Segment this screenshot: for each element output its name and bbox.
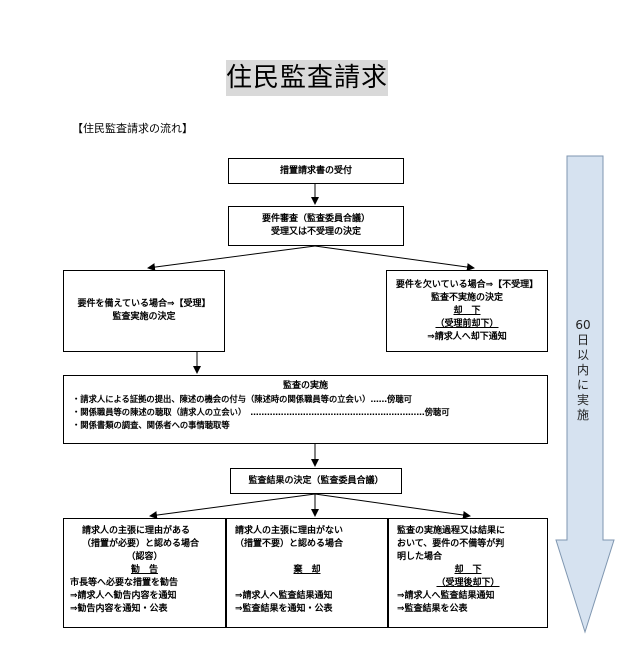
outcome-3-line-3: 明した場合 [397,552,443,562]
rejected-verdict: 却 下 [453,305,481,316]
accepted-line-2: 監査実施の決定 [112,312,176,322]
outcome-2-verdict: 棄 却 [293,565,321,575]
outcome-3-after-2: ⇒監査結果を公表 [397,604,468,614]
decision-text: 監査結果の決定（監査委員合議） [248,475,384,486]
review-line-2: 受理又は不受理の決定 [270,227,361,237]
arrow-decision-outcome-3 [314,493,471,519]
outcome-1-after-1: 市長等へ必要な措置を勧告 [70,578,179,588]
outcome-dismissed-box: 請求人の主張に理由がない （措置不要）と認める場合 棄 却 ⇒請求人へ監査結果通… [226,518,388,628]
arrow-decision-outcome-1 [149,493,316,520]
outcome-1-after-2: ⇒請求人へ勧告内容を通知 [70,591,177,601]
rejected-sub: （受理前却下） [435,318,499,329]
outcome-3-line-1: 監査の実施過程又は結果に [397,526,506,536]
accepted-line-1: 要件を備えている場合⇒【受理】 [77,299,211,309]
review-box: 要件審査（監査委員合議） 受理又は不受理の決定 [228,206,404,246]
receipt-text: 措置請求書の受付 [279,165,352,176]
rejected-line-2: 監査不実施の決定 [430,292,503,303]
rejected-box: 要件を欠いている場合⇒【不受理】 監査不実施の決定 却 下 （受理前却下） ⇒請… [386,270,548,352]
outcome-1-after-3: ⇒勧告内容を通知・公表 [70,604,168,614]
page-title: 住民監査請求 [226,60,388,96]
outcome-3-line-2: おいて、要件の不備等が判 [397,539,505,549]
outcome-3-sub: （受理後却下） [436,578,500,588]
outcome-3-after-1: ⇒請求人へ監査結果通知 [397,591,495,601]
timeline-arrow [555,155,615,634]
outcome-approved-box: 請求人の主張に理由がある （措置が必要）と認める場合 （認容） 勧 告 市長等へ… [63,518,226,628]
outcome-2-line-1: 請求人の主張に理由がない [235,526,344,536]
outcome-2-line-2: （措置不要）と認める場合 [235,539,344,549]
arrow-review-rejected [314,245,475,272]
audit-heading: 監査の実施 [282,381,328,391]
audit-item-1: ・請求人による証拠の提出、陳述の機会の付与（陳述時の関係職員等の立会い）……傍聴… [72,394,412,404]
audit-item-2: ・関係職員等の陳述の聴取（請求人の立会い） ………………………………………………… [72,407,450,417]
outcome-1-sub: （認容） [126,552,163,562]
receipt-box: 措置請求書の受付 [228,158,404,184]
outcome-3-verdict: 却 下 [454,565,482,575]
rejected-line-1: 要件を欠いている場合⇒【不受理】 [395,279,539,290]
accepted-box: 要件を備えている場合⇒【受理】 監査実施の決定 [63,270,225,352]
outcome-2-after-1: ⇒請求人へ監査結果通知 [235,591,333,601]
outcome-1-line-1: 請求人の主張に理由がある [82,526,191,536]
decision-box: 監査結果の決定（監査委員合議） [230,468,402,494]
outcome-2-after-2: ⇒監査結果を通知・公表 [235,604,333,614]
section-label: 【住民監査請求の流れ】 [72,122,193,135]
outcome-1-line-2: （措置が必要）と認める場合 [82,539,200,549]
outcome-1-verdict: 勧 告 [130,565,158,575]
review-line-1: 要件審査（監査委員合議） [261,214,370,224]
audit-item-3: ・関係書類の調査、関係者への事情聴取等 [72,420,230,430]
audit-box: 監査の実施 ・請求人による証拠の提出、陳述の機会の付与（陳述時の関係職員等の立会… [63,375,548,444]
arrow-review-accepted [147,245,316,272]
rejected-notice: ⇒請求人へ却下通知 [427,331,507,342]
outcome-rejected-box: 監査の実施過程又は結果に おいて、要件の不備等が判 明した場合 却 下 （受理後… [388,518,548,628]
